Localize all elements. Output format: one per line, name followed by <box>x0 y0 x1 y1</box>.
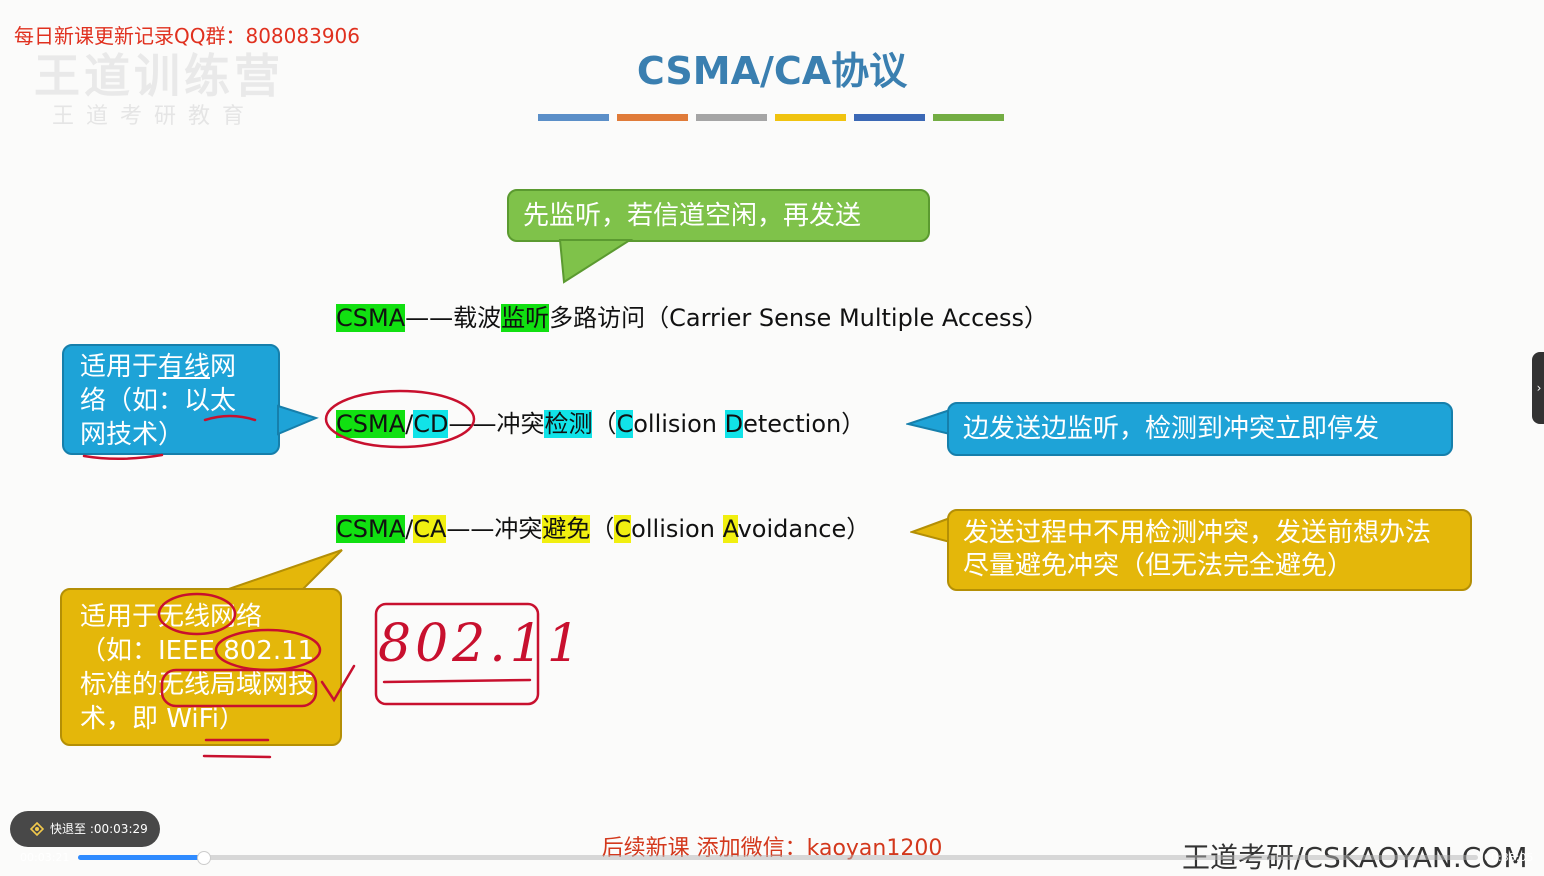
csma-rest: 多路访问（Carrier Sense Multiple Access） <box>549 304 1049 332</box>
ca-abbr-1: CSMA <box>336 515 406 543</box>
ca-bubble-tail <box>910 516 951 544</box>
cd-word-2: etection） <box>743 410 866 438</box>
ca-description-text: 发送过程中不用检测冲突，发送前想办法尽量避免冲突（但无法完全避免） <box>963 518 1432 581</box>
cd-abbr-2: CD <box>413 410 449 438</box>
rewind-icon <box>30 822 44 836</box>
progress-fill <box>78 855 203 860</box>
ca-word-2: voidance） <box>737 515 871 543</box>
csma-dash: ——载波 <box>405 304 502 332</box>
wifi-underline-2 <box>202 754 272 759</box>
slide-title: CSMA/CA协议 <box>636 49 908 93</box>
green-bubble-tail <box>558 239 634 284</box>
watermark-subtitle: 王道考研教育 <box>52 104 257 129</box>
title-bar-6 <box>933 114 1004 121</box>
ca-word-1: ollision <box>631 515 723 543</box>
listen-first-text: 先监听，若信道空闲，再发送 <box>523 201 862 231</box>
listen-first-bubble: 先监听，若信道空闲，再发送 <box>507 189 930 242</box>
title-color-bars <box>538 114 1004 121</box>
cd-abbr-1: CSMA <box>336 410 406 438</box>
title-bar-2 <box>617 114 688 121</box>
side-panel-toggle[interactable]: › <box>1532 352 1544 424</box>
current-time: 00:03:21 <box>20 851 70 864</box>
cd-description-bubble: 边发送边监听，检测到冲突立即停发 <box>947 402 1453 456</box>
cd-bubble-tail <box>906 408 951 436</box>
wired-text-1: 适用于 <box>80 352 159 382</box>
wired-bubble-tail <box>277 404 319 436</box>
wired-text-5: 网技术） <box>80 420 185 450</box>
cd-c: C <box>616 410 634 438</box>
title-bar-4 <box>775 114 846 121</box>
cd-slash: / <box>405 410 414 438</box>
wireless-text: 适用于无线网络（如：IEEE 802.11标准的无线局域网技术，即 WiFi） <box>80 602 315 734</box>
ca-dash: ——冲突 <box>446 515 543 543</box>
ca-slash: / <box>405 515 414 543</box>
title-bar-5 <box>854 114 925 121</box>
wired-text-3: 网络（如： <box>80 352 237 416</box>
wired-underline-2 <box>82 453 164 461</box>
csma-ca-line: CSMA/CA——冲突避免（Collision Avoidance） <box>336 509 870 544</box>
total-time: 00:38:05 <box>1484 851 1534 864</box>
ca-abbr-2: CA <box>413 515 447 543</box>
csma-highlight: 监听 <box>501 304 550 332</box>
ca-c: C <box>614 515 632 543</box>
cd-highlight: 检测 <box>544 410 593 438</box>
progress-track[interactable] <box>78 855 1478 860</box>
handwritten-802-11: 802.11 <box>378 614 584 674</box>
wireless-network-bubble: 适用于无线网络（如：IEEE 802.11标准的无线局域网技术，即 WiFi） <box>60 588 342 746</box>
title-bar-3 <box>696 114 767 121</box>
csma-line: CSMA——载波监听多路访问（Carrier Sense Multiple Ac… <box>336 298 1048 333</box>
ca-highlight: 避免 <box>542 515 591 543</box>
cd-description-text: 边发送边监听，检测到冲突立即停发 <box>963 414 1380 444</box>
csma-cd-line: CSMA/CD——冲突检测（Collision Detection） <box>336 404 865 439</box>
cd-word-1: ollision <box>633 410 725 438</box>
cd-dash: ——冲突 <box>448 410 545 438</box>
qq-group-notice: 每日新课更新记录QQ群：808083906 <box>14 24 361 48</box>
cd-d: D <box>724 410 744 438</box>
ca-a: A <box>722 515 738 543</box>
title-bar-1 <box>538 114 609 121</box>
progress-knob[interactable] <box>197 851 211 865</box>
handwriting-underline <box>382 678 532 684</box>
wired-network-bubble: 适用于有线网络（如：以太网技术） <box>62 344 280 455</box>
ca-description-bubble: 发送过程中不用检测冲突，发送前想办法尽量避免冲突（但无法完全避免） <box>947 509 1472 591</box>
cd-paren: （ <box>592 410 617 438</box>
csma-abbr: CSMA <box>336 304 406 332</box>
seek-toast-text: 快退至 :00:03:29 <box>50 822 148 836</box>
wired-text-4: 以太 <box>184 386 237 416</box>
ca-paren: （ <box>590 515 615 543</box>
wired-text-2: 有线 <box>158 352 211 382</box>
